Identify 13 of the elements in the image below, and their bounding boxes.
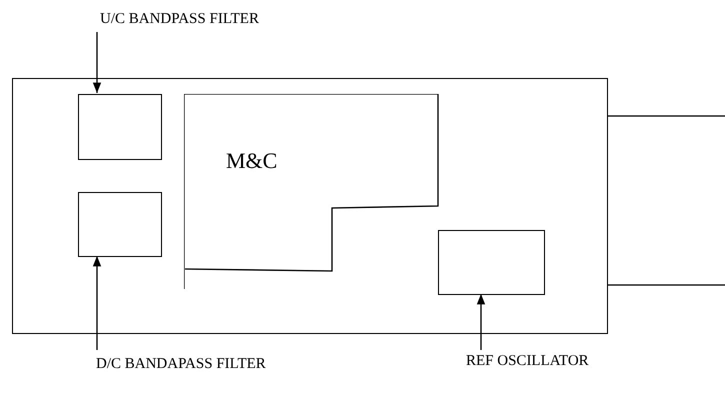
arrow bbox=[92, 256, 102, 350]
label-text: REF OSCILLATOR bbox=[466, 350, 646, 374]
unit-block: M&C bbox=[184, 94, 439, 291]
arrow bbox=[92, 32, 102, 93]
arrow bbox=[476, 294, 486, 350]
module-box bbox=[438, 230, 545, 295]
module-box bbox=[78, 192, 162, 257]
label-text: U/C BANDPASS FILTER bbox=[100, 8, 340, 32]
signal-line bbox=[608, 284, 725, 286]
module-box bbox=[78, 94, 162, 160]
enclosure-box bbox=[12, 78, 608, 334]
signal-line bbox=[608, 115, 725, 117]
label-text: D/C BANDAPASS FILTER bbox=[96, 350, 266, 406]
